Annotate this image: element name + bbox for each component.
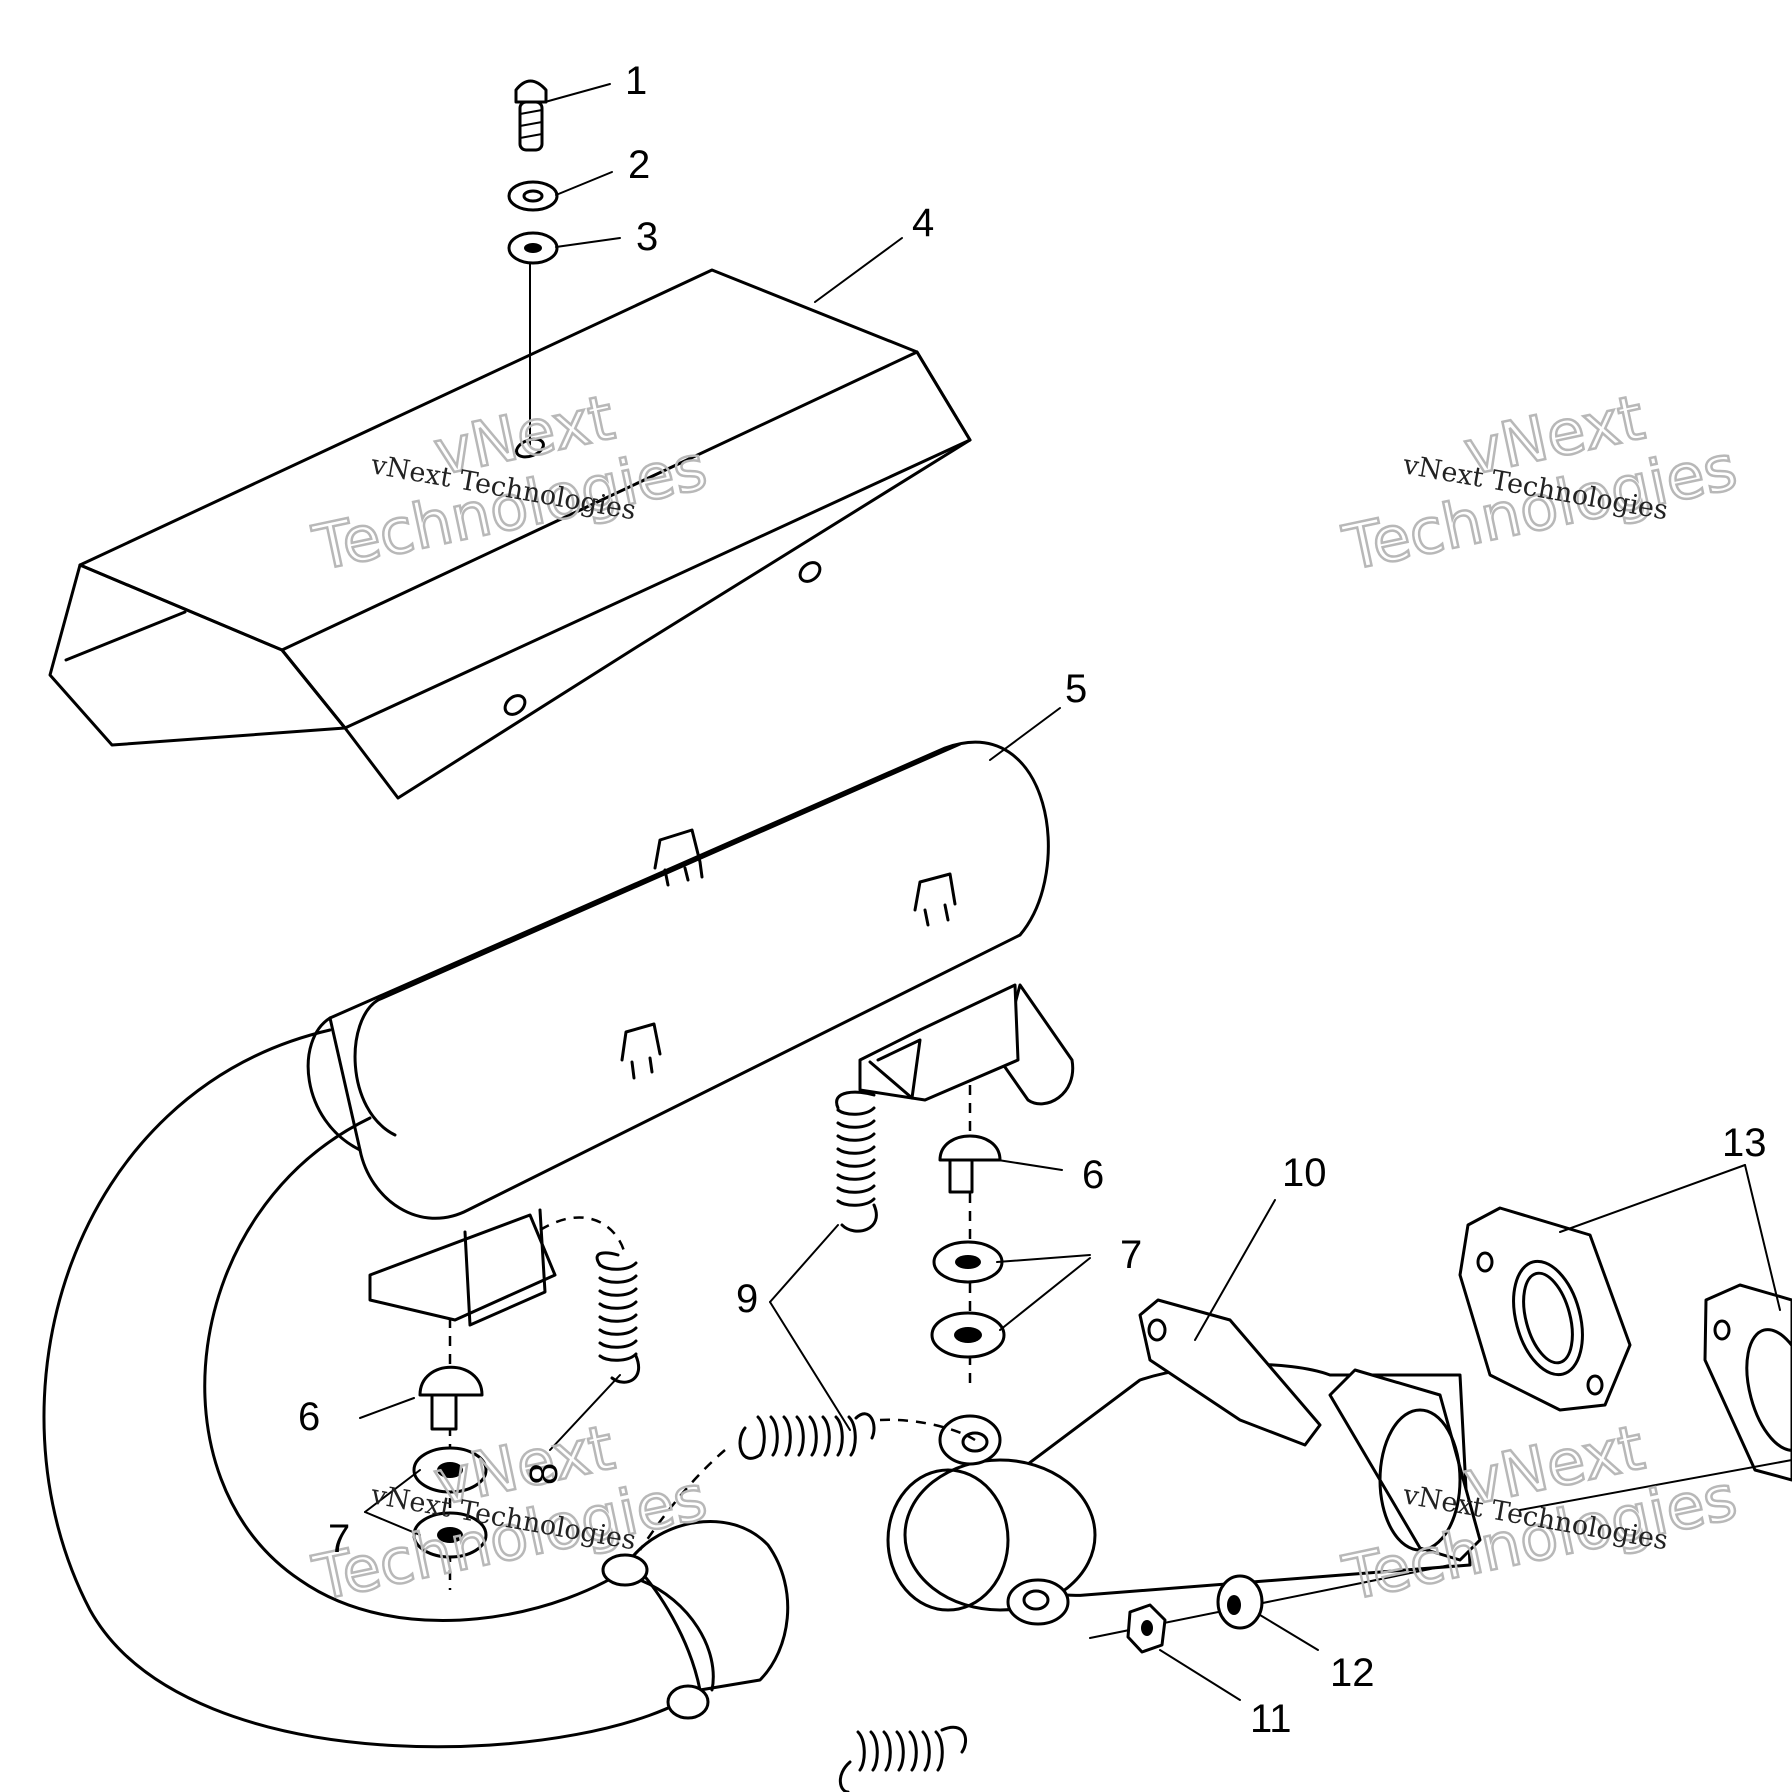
callout-9: 9 [736, 1277, 758, 1321]
callout-4: 4 [912, 201, 934, 245]
callout-11: 11 [1250, 1697, 1292, 1741]
springs [539, 1090, 976, 1792]
grommets-washers [412, 1085, 1006, 1590]
muffler [306, 740, 1075, 1327]
callout-5: 5 [1065, 667, 1087, 711]
callout-12: 12 [1330, 1651, 1375, 1695]
gaskets [1458, 1206, 1792, 1482]
callout-8: 8 [522, 1463, 566, 1485]
callout-7-upper: 7 [1120, 1233, 1142, 1277]
callout-3: 3 [636, 215, 658, 259]
callout-10: 10 [1282, 1151, 1327, 1195]
callout-13: 13 [1722, 1121, 1767, 1165]
callout-7-lower: 7 [328, 1517, 350, 1561]
callout-6-upper: 6 [1082, 1153, 1104, 1197]
callout-2: 2 [628, 143, 650, 187]
bolt-assembly [507, 79, 559, 446]
callout-6-lower: 6 [298, 1395, 320, 1439]
exhaust-pipe [42, 1028, 790, 1749]
heat-shield [48, 268, 972, 800]
callout-1: 1 [625, 59, 647, 103]
nut-washer [1089, 1459, 1792, 1654]
callouts: 1 2 3 4 5 6 6 7 7 8 9 10 11 12 13 [298, 59, 1767, 1741]
leader-lines [359, 83, 1781, 1701]
exhaust-header [886, 1298, 1482, 1626]
